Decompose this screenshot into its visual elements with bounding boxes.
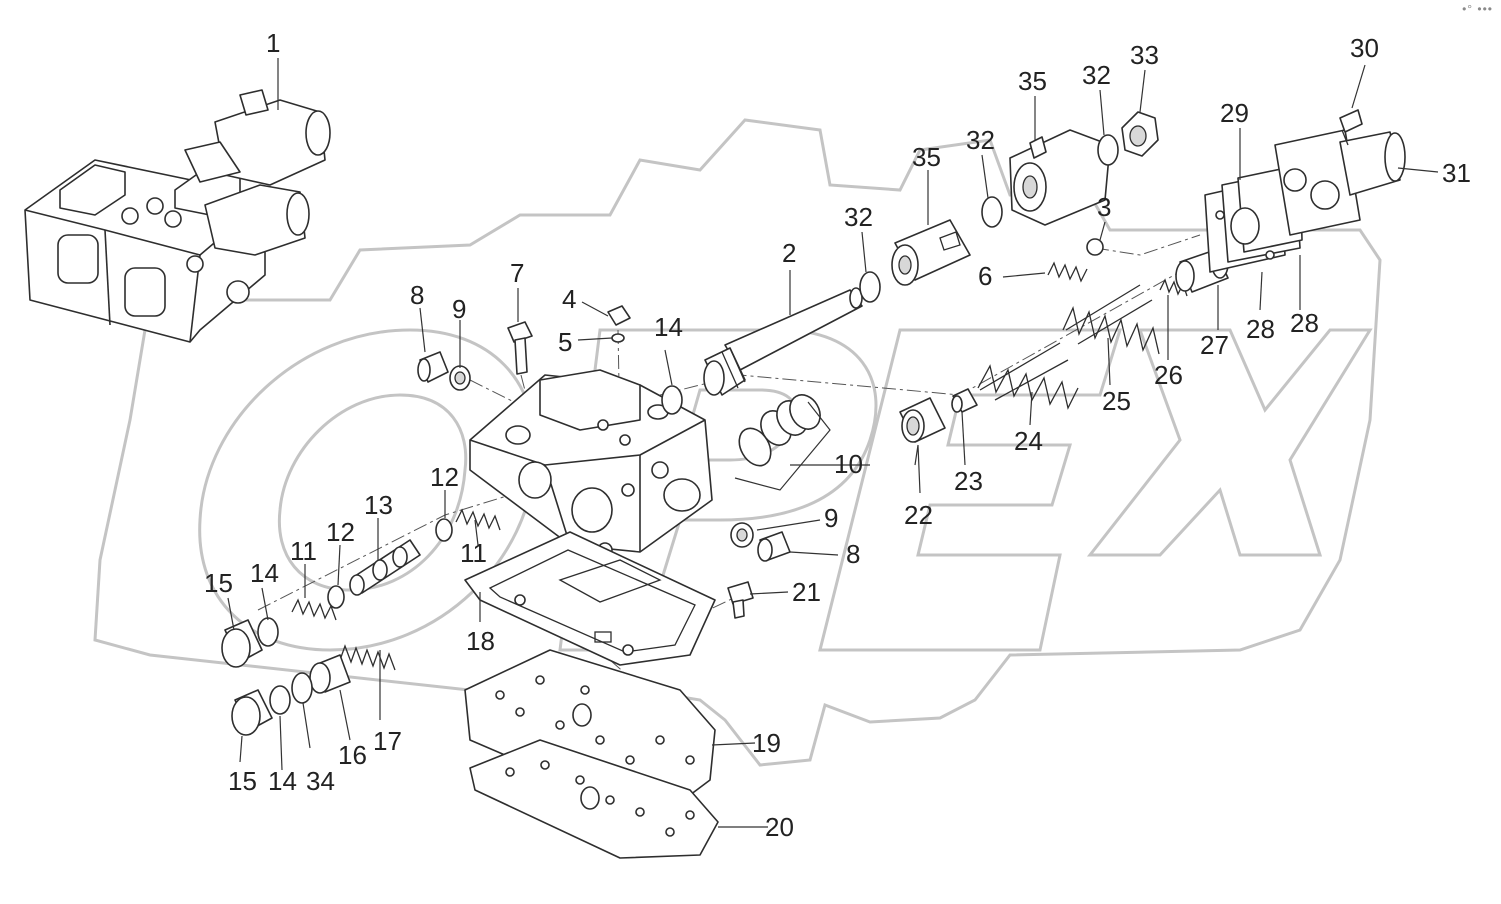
leader-lines [227, 58, 1439, 828]
part-9-washer-right [730, 522, 754, 548]
part-12-ring-upper [435, 518, 453, 542]
callout-30: 30 [1350, 33, 1379, 63]
part-35-coil-left [891, 219, 971, 286]
part-11-spring-upper [455, 508, 501, 531]
part-11-spring-lower [291, 598, 337, 621]
part-9-washer-top [449, 365, 471, 391]
watermark-letter-x [1086, 328, 1373, 557]
part-30-bolt [1339, 109, 1363, 146]
callout-28-right: 28 [1290, 308, 1319, 338]
part-32-o-rings [859, 134, 1119, 303]
callout-4: 4 [562, 284, 576, 314]
callout-8-top: 8 [410, 280, 424, 310]
callout-26: 26 [1154, 360, 1183, 390]
part-12-ring-lower [327, 585, 345, 609]
callout-32-right: 32 [1082, 60, 1111, 90]
part-16-sleeve [309, 654, 351, 694]
callout-5: 5 [558, 327, 572, 357]
callout-23: 23 [954, 466, 983, 496]
part-20-plate [469, 739, 719, 859]
callout-15-lower: 15 [228, 766, 257, 796]
part-1-valve-assembly [24, 89, 331, 343]
part-21-screw [727, 581, 754, 619]
callout-14-top: 14 [654, 312, 683, 342]
callout-9-top: 9 [452, 294, 466, 324]
part-23-pin [951, 388, 978, 413]
part-34-ring [291, 672, 313, 704]
callout-6: 6 [978, 261, 992, 291]
assembly-axes [257, 234, 1211, 741]
callout-27: 27 [1200, 330, 1229, 360]
callout-32-mid: 32 [966, 125, 995, 155]
corner-mark: •° ••• [1462, 2, 1493, 16]
callout-7: 7 [510, 258, 524, 288]
callout-8-right: 8 [846, 539, 860, 569]
callout-15-upper: 15 [204, 568, 233, 598]
callout-10: 10 [834, 449, 863, 479]
part-14-ring-lower [269, 685, 291, 715]
callout-3: 3 [1097, 192, 1111, 222]
part-31-cover [1274, 129, 1406, 236]
callout-33: 33 [1130, 40, 1159, 70]
part-33-nut [1121, 111, 1159, 157]
axis-solenoid [1094, 234, 1201, 256]
callout-11-right: 11 [460, 538, 487, 568]
part-28-29-plates [1204, 164, 1303, 273]
callout-2: 2 [782, 238, 796, 268]
part-15-plug-upper [221, 619, 263, 668]
callout-34: 34 [306, 766, 335, 796]
part-2-tube [703, 287, 863, 396]
part-15-plug-lower [231, 689, 273, 736]
axis-plug-9-8 [469, 379, 521, 406]
part-18-gasket [464, 531, 716, 666]
part-35-solenoid-right [1009, 129, 1111, 226]
callout-12-right: 12 [430, 462, 459, 492]
part-25-spring [1062, 284, 1160, 355]
part-6-spring [1047, 261, 1088, 283]
callout-24: 24 [1014, 426, 1043, 456]
part-14-ring-top [661, 385, 683, 415]
callout-16: 16 [338, 740, 367, 770]
callout-31: 31 [1442, 158, 1471, 188]
callout-17: 17 [373, 726, 402, 756]
part-13-spool [349, 539, 421, 596]
watermark-letter-e [818, 328, 1123, 652]
part-10-ring-set [734, 394, 831, 491]
valve-body [469, 369, 713, 558]
callout-21: 21 [792, 577, 821, 607]
callout-29: 29 [1220, 98, 1249, 128]
part-8-plug-right [757, 531, 791, 562]
part-14-ring-left [257, 617, 279, 647]
callout-14-bottom: 14 [268, 766, 297, 796]
callout-11-left: 11 [290, 536, 317, 566]
part-5-washer [611, 333, 625, 343]
callout-1: 1 [266, 28, 280, 58]
part-4-plug [607, 305, 631, 326]
callout-25: 25 [1102, 386, 1131, 416]
callout-14-left: 14 [250, 558, 279, 588]
callout-35-left: 35 [912, 142, 941, 172]
callout-12-left: 12 [326, 517, 355, 547]
callout-20: 20 [765, 812, 794, 842]
callout-9-right: 9 [824, 503, 838, 533]
callout-22: 22 [904, 500, 933, 530]
callout-28-left: 28 [1246, 314, 1275, 344]
part-7-bolt [507, 321, 533, 375]
callout-13: 13 [364, 490, 393, 520]
callout-19: 19 [752, 728, 781, 758]
callout-32-left: 32 [844, 202, 873, 232]
part-8-plug-top [417, 351, 449, 383]
callout-labels: 1 2 3 4 5 6 7 8 8 9 9 10 11 11 12 12 13 … [204, 28, 1471, 842]
callout-18: 18 [466, 626, 495, 656]
part-3-ball [1086, 238, 1104, 256]
callout-35-right: 35 [1018, 66, 1047, 96]
part-22-sleeve [899, 397, 946, 443]
part-24-spring [977, 342, 1079, 410]
part-17-spring [339, 644, 396, 671]
